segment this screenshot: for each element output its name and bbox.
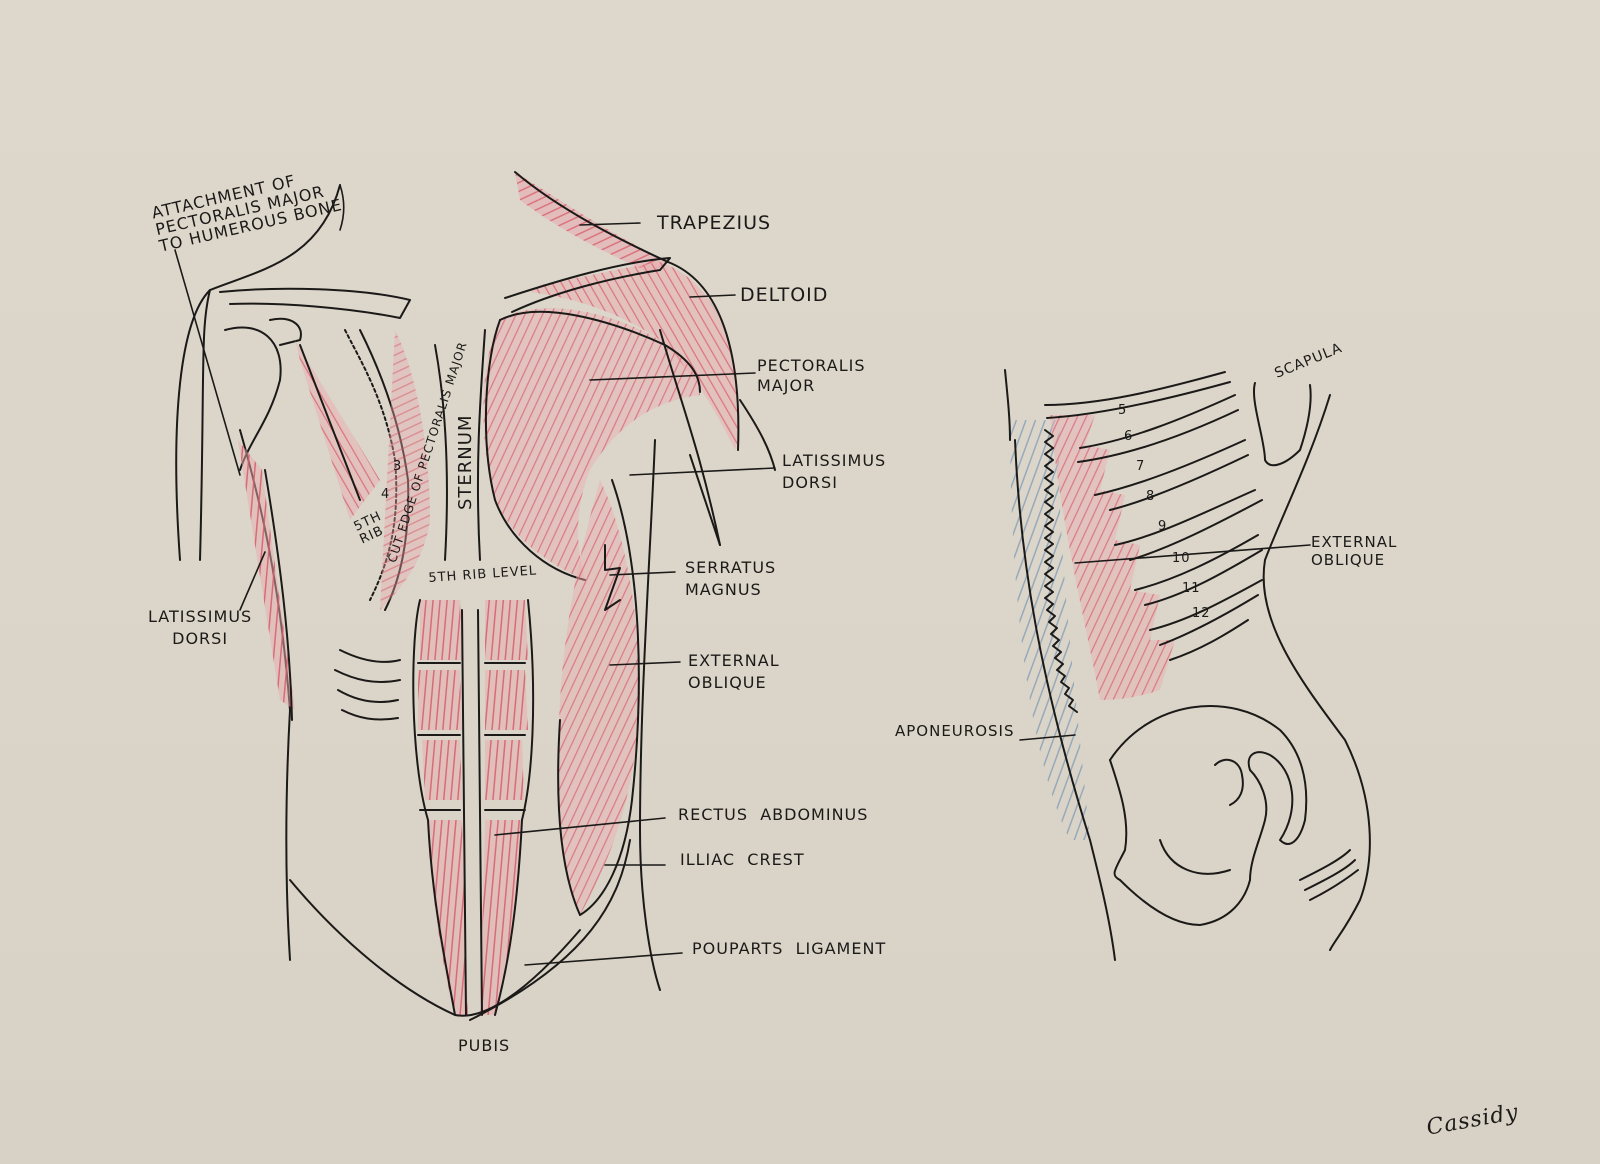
label-latissimus-dorsi-left: LATISSIMUS DORSI — [148, 607, 253, 648]
label-rib-4: 4 — [381, 487, 391, 502]
rib-number-6: 6 — [1124, 429, 1134, 444]
side-leader-lines — [1019, 544, 1311, 741]
label-latissimus-dorsi-right: LATISSIMUS DORSI — [782, 451, 887, 492]
label-serratus-magnus: SERRATUS MAGNUS — [685, 558, 777, 599]
label-external-oblique-front: EXTERNAL OBLIQUE — [688, 651, 780, 692]
rectus-abdominus-blocks — [412, 599, 535, 1016]
label-rectus-abdominus: RECTUS ABDOMINUS — [678, 805, 869, 824]
rib-number-5: 5 — [1118, 403, 1128, 418]
front-leader-lines — [174, 184, 776, 966]
rib-number-10: 10 — [1172, 551, 1191, 566]
rib-number-8: 8 — [1146, 489, 1156, 504]
label-aponeurosis: APONEUROSIS — [895, 722, 1015, 740]
label-pectoralis-major: PECTORALIS MAJOR — [757, 356, 866, 395]
rib-number-7: 7 — [1136, 459, 1146, 474]
label-rib-3: 3 — [393, 459, 403, 474]
rib-number-11: 11 — [1182, 581, 1201, 596]
label-deltoid: DELTOID — [740, 284, 829, 306]
label-illiac-crest: ILLIAC CREST — [680, 850, 805, 869]
label-pouparts-ligament: POUPARTS LIGAMENT — [692, 939, 887, 958]
front-view-figure — [175, 171, 776, 1021]
rib-number-12: 12 — [1192, 606, 1211, 621]
label-trapezius: TRAPEZIUS — [657, 212, 772, 234]
label-sternum: STERNUM — [455, 414, 476, 510]
label-pubis: PUBIS — [458, 1036, 511, 1055]
side-view-figure — [1004, 369, 1371, 961]
label-external-oblique-side: EXTERNAL OBLIQUE — [1311, 533, 1398, 569]
rib-number-9: 9 — [1158, 519, 1168, 534]
